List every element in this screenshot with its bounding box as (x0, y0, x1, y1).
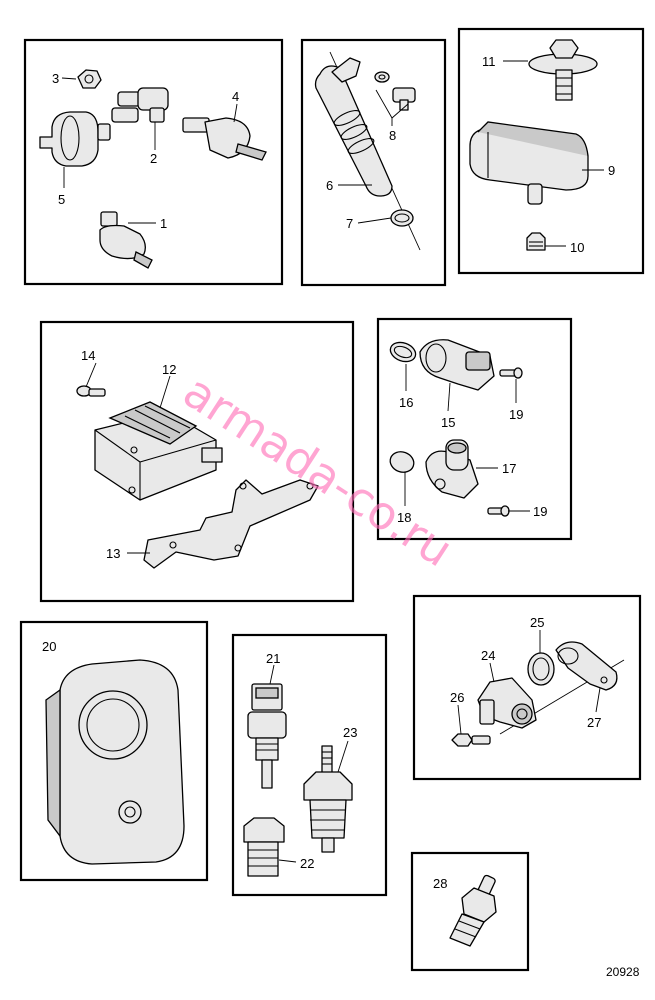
label-3: 3 (52, 71, 59, 86)
panel-sensor-28 (410, 851, 530, 972)
label-20: 20 (42, 639, 56, 654)
panel-cover-20 (19, 620, 209, 882)
o-ring-part-7 (390, 209, 414, 227)
label-2: 2 (150, 151, 157, 166)
bolt-part-8 (392, 87, 416, 111)
label-8: 8 (389, 128, 396, 143)
temperature-sender-part-21 (247, 683, 287, 789)
temperature-sender-part-23 (303, 745, 353, 853)
label-10: 10 (570, 240, 584, 255)
washer-part-8 (374, 71, 390, 83)
sensor-part-17 (425, 439, 479, 499)
tee-fitting-part-2 (111, 87, 169, 123)
label-19-upper: 19 (509, 407, 523, 422)
nut-part-3 (77, 69, 102, 89)
sensor-part-24 (477, 677, 537, 729)
label-11: 11 (482, 54, 496, 69)
panel-sensors-6-8 (300, 38, 447, 287)
panel-sensors-24-27 (412, 594, 642, 781)
flange-bolt-part-11 (528, 39, 598, 101)
panel-sensors-1-5 (23, 38, 284, 286)
bolt-part-14 (76, 385, 106, 397)
sensor-part-28 (449, 874, 497, 947)
label-9: 9 (608, 163, 615, 178)
label-21: 21 (266, 651, 280, 666)
label-17: 17 (502, 461, 516, 476)
label-5: 5 (58, 192, 65, 207)
label-7: 7 (346, 216, 353, 231)
control-unit-part-12 (94, 401, 223, 501)
panel-sensors-21-23 (231, 633, 388, 897)
label-22: 22 (300, 856, 314, 871)
panel-sensors-9-11 (457, 27, 645, 275)
label-28: 28 (433, 876, 447, 891)
cover-part-20 (45, 659, 185, 865)
o-ring-part-16 (389, 341, 417, 363)
bracket-part-13 (143, 479, 319, 569)
pressure-switch-part-4 (182, 117, 267, 161)
panel-control-unit (39, 320, 355, 603)
screw-part-19-lower (487, 505, 510, 517)
o-ring-part-18 (389, 451, 415, 473)
sensor-module-part-9 (469, 121, 589, 205)
sensor-part-15 (419, 339, 495, 391)
pressure-switch-part-1 (99, 211, 153, 269)
label-27: 27 (587, 715, 601, 730)
label-19-lower: 19 (533, 504, 547, 519)
pressure-sender-part-5 (39, 111, 111, 167)
label-23: 23 (343, 725, 357, 740)
temperature-sensor-part-6 (314, 51, 421, 251)
label-18: 18 (397, 510, 411, 525)
label-26: 26 (450, 690, 464, 705)
label-13: 13 (106, 546, 120, 561)
label-12: 12 (162, 362, 176, 377)
label-15: 15 (441, 415, 455, 430)
screw-part-19-upper (499, 367, 523, 379)
o-ring-part-25 (527, 652, 555, 686)
label-6: 6 (326, 178, 333, 193)
drawing-number: 20928 (606, 965, 640, 979)
adapter-part-22 (243, 817, 285, 877)
label-25: 25 (530, 615, 544, 630)
label-24: 24 (481, 648, 495, 663)
label-4: 4 (232, 89, 239, 104)
screw-part-26 (451, 733, 491, 747)
panel-sensors-15-19 (376, 317, 573, 541)
label-1: 1 (160, 216, 167, 231)
plug-part-10 (526, 232, 546, 251)
label-14: 14 (81, 348, 95, 363)
label-16: 16 (399, 395, 413, 410)
